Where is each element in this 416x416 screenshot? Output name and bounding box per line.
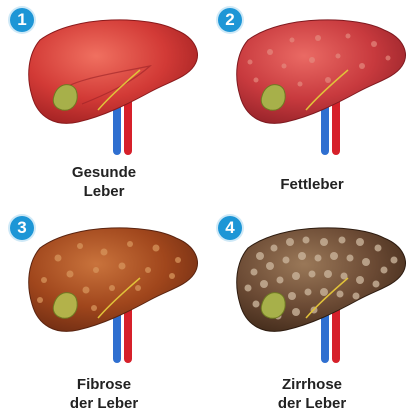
panel-healthy-liver: 1 Gesunde Leber [0, 0, 208, 208]
caption-line: der Leber [208, 394, 416, 413]
step-badge-2: 2 [218, 8, 242, 32]
step-badge-3: 3 [10, 216, 34, 240]
caption-line: Gesunde [0, 163, 208, 182]
caption-fatty-liver: Fettleber [208, 175, 416, 194]
panel-fatty-liver: 2 Fettleber [208, 0, 416, 208]
caption-fibrotic-liver: Fibrose der Leber [0, 375, 208, 413]
caption-healthy-liver: Gesunde Leber [0, 163, 208, 201]
caption-line: Leber [0, 182, 208, 201]
caption-line: der Leber [0, 394, 208, 413]
caption-cirrhotic-liver: Zirrhose der Leber [208, 375, 416, 413]
panel-cirrhotic-liver: 4 Zirrhose der Leber [208, 208, 416, 416]
caption-line: Fettleber [208, 175, 416, 194]
caption-line: Fibrose [0, 375, 208, 394]
caption-line: Zirrhose [208, 375, 416, 394]
panel-fibrotic-liver: 3 Fibrose der Leber [0, 208, 208, 416]
step-badge-4: 4 [218, 216, 242, 240]
step-badge-1: 1 [10, 8, 34, 32]
